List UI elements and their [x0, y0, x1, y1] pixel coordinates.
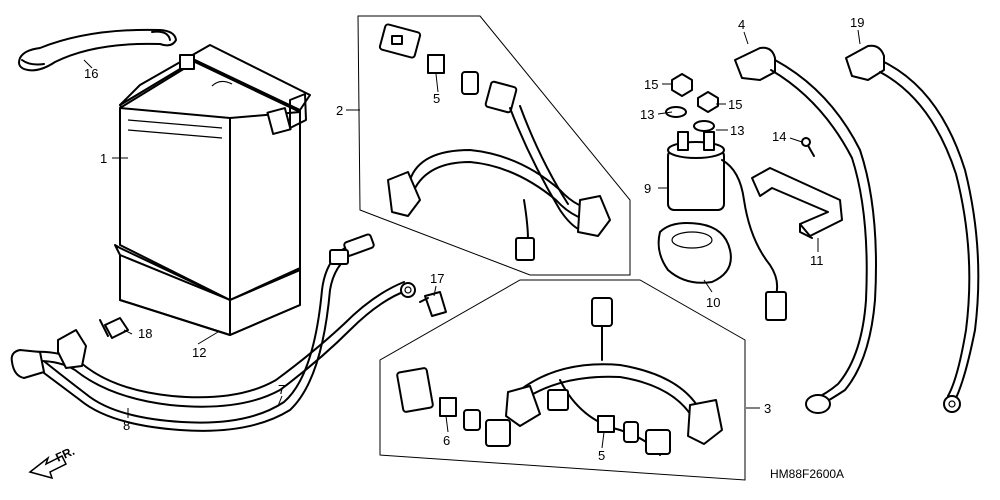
callout-9: 9: [644, 181, 651, 196]
callout-15b: 15: [728, 97, 742, 112]
bolt-18: [99, 317, 129, 339]
group-box-upper: [357, 15, 631, 276]
callout-7: 7: [278, 382, 285, 397]
callout-2: 2: [336, 103, 343, 118]
relay-bracket: [751, 167, 843, 239]
callout-5b: 5: [598, 448, 605, 463]
callout-15a: 15: [644, 77, 658, 92]
callout-3: 3: [764, 401, 771, 416]
relay-cover: [657, 222, 732, 284]
callout-5a: 5: [433, 91, 440, 106]
front-label: FR.: [53, 444, 76, 465]
callout-14: 14: [772, 129, 786, 144]
cable-19: [845, 44, 980, 413]
callout-10: 10: [706, 295, 720, 310]
leader-lines: [83, 29, 861, 449]
callout-11: 11: [810, 253, 824, 268]
callout-8: 8: [123, 418, 130, 433]
positive-cable: [10, 281, 416, 408]
starter-relay: [667, 131, 787, 321]
callout-12: 12: [192, 345, 206, 360]
callout-13b: 13: [730, 123, 744, 138]
negative-cable: [39, 233, 375, 432]
callout-6: 6: [443, 433, 450, 448]
battery: [119, 44, 311, 301]
callout-16: 16: [84, 66, 98, 81]
callout-13a: 13: [640, 107, 654, 122]
callout-1: 1: [100, 151, 107, 166]
battery-strap: [18, 28, 177, 72]
front-direction-arrow: FR.: [28, 444, 77, 480]
callout-17: 17: [430, 271, 444, 286]
battery-pad: [114, 244, 301, 336]
callout-4: 4: [738, 17, 745, 32]
figure-code: HM88F2600A: [770, 467, 844, 481]
screw-14: [801, 137, 815, 157]
callout-19: 19: [850, 15, 864, 30]
cable-4: [734, 46, 877, 414]
group-box-lower: [379, 279, 746, 481]
callout-labels: 1 2 3 4 5 5 6 7 8 9 10 11 12 13 13 14 15…: [84, 15, 864, 463]
callout-18: 18: [138, 326, 152, 341]
small-nuts: [665, 73, 719, 132]
bolt-17: [419, 291, 447, 317]
